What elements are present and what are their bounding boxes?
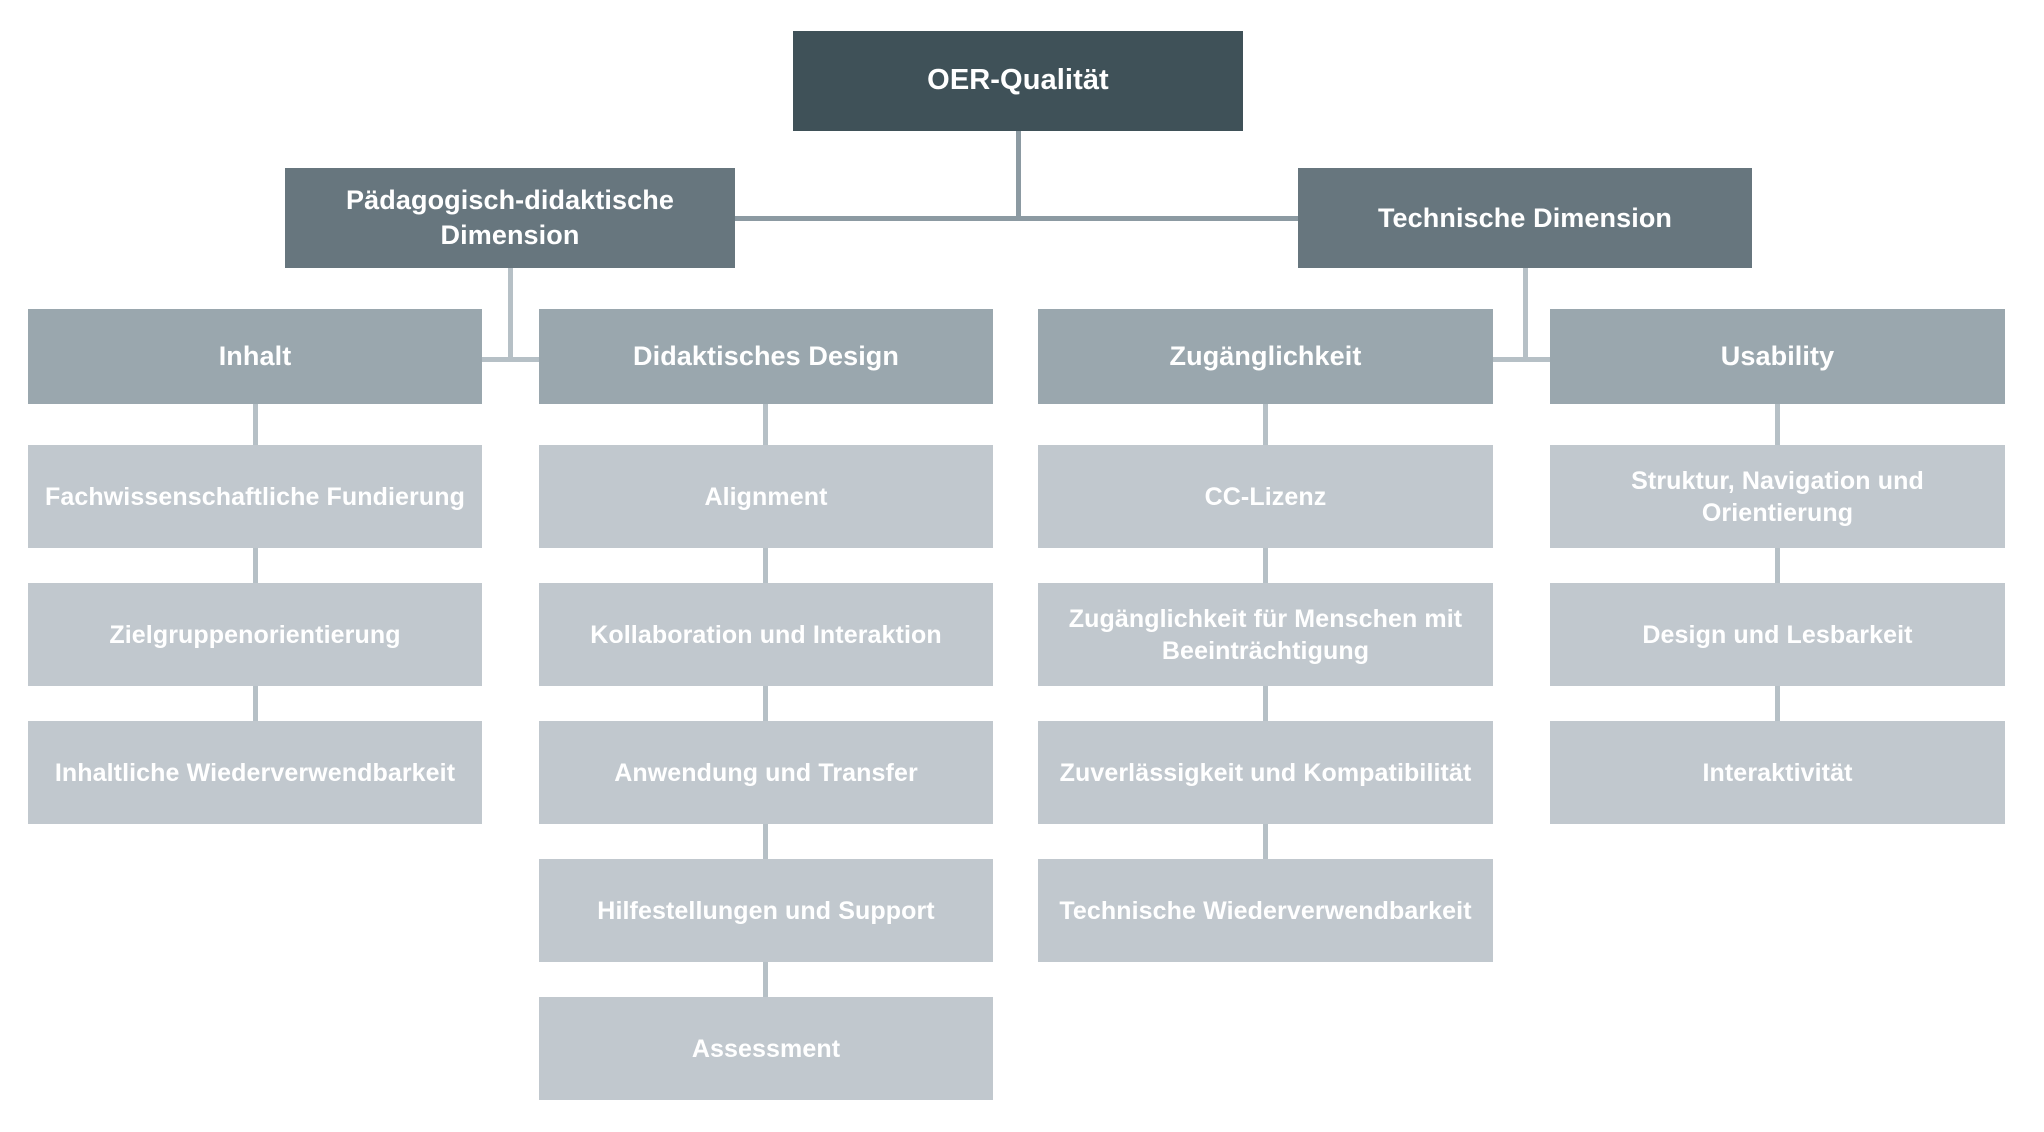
connector-dim-right-bus bbox=[1493, 357, 1550, 362]
node-category-usability[interactable]: Usability bbox=[1550, 309, 2005, 404]
node-criterion-assessment[interactable]: Assessment bbox=[539, 997, 993, 1100]
node-criterion-cc-lizenz[interactable]: CC-Lizenz bbox=[1038, 445, 1493, 548]
node-criterion-technische-wiederverwendbarkeit[interactable]: Technische Wiederverwendbarkeit bbox=[1038, 859, 1493, 962]
node-criterion-hilfestellungen-und-support[interactable]: Hilfestellungen und Support bbox=[539, 859, 993, 962]
node-criterion-design-und-lesbarkeit[interactable]: Design und Lesbarkeit bbox=[1550, 583, 2005, 686]
connector-dim-left-bus bbox=[482, 357, 539, 362]
node-criterion-interaktivitaet[interactable]: Interaktivität bbox=[1550, 721, 2005, 824]
node-category-didaktisches-design[interactable]: Didaktisches Design bbox=[539, 309, 993, 404]
node-criterion-inhaltliche-wiederverwendbarkeit[interactable]: Inhaltliche Wiederverwendbarkeit bbox=[28, 721, 482, 824]
node-criterion-struktur-navigation-und-orientierung[interactable]: Struktur, Navigation und Orientierung bbox=[1550, 445, 2005, 548]
connector-root-stem bbox=[1016, 131, 1021, 221]
node-criterion-kollaboration-und-interaktion[interactable]: Kollaboration und Interaktion bbox=[539, 583, 993, 686]
node-category-zugaenglichkeit[interactable]: Zugänglichkeit bbox=[1038, 309, 1493, 404]
node-oer-qualitaet[interactable]: OER-Qualität bbox=[793, 31, 1243, 131]
node-criterion-zuverlaessigkeit-und-kompatibilitaet[interactable]: Zuverlässigkeit und Kompatibilität bbox=[1038, 721, 1493, 824]
connector-dim-left-stem bbox=[508, 268, 513, 362]
node-criterion-fachwissenschaftliche-fundierung[interactable]: Fachwissenschaftliche Fundierung bbox=[28, 445, 482, 548]
node-criterion-zugaenglichkeit-fuer-menschen-mit-beeintraechtigung[interactable]: Zugänglichkeit für Menschen mit Beeinträ… bbox=[1038, 583, 1493, 686]
node-paedagogisch-didaktische-dimension[interactable]: Pädagogisch-didaktische Dimension bbox=[285, 168, 735, 268]
connector-dim-right-stem bbox=[1523, 268, 1528, 362]
node-category-inhalt[interactable]: Inhalt bbox=[28, 309, 482, 404]
node-criterion-alignment[interactable]: Alignment bbox=[539, 445, 993, 548]
node-criterion-anwendung-und-transfer[interactable]: Anwendung und Transfer bbox=[539, 721, 993, 824]
node-technische-dimension[interactable]: Technische Dimension bbox=[1298, 168, 1752, 268]
connector-root-bus bbox=[735, 216, 1298, 221]
node-criterion-zielgruppenorientierung[interactable]: Zielgruppenorientierung bbox=[28, 583, 482, 686]
